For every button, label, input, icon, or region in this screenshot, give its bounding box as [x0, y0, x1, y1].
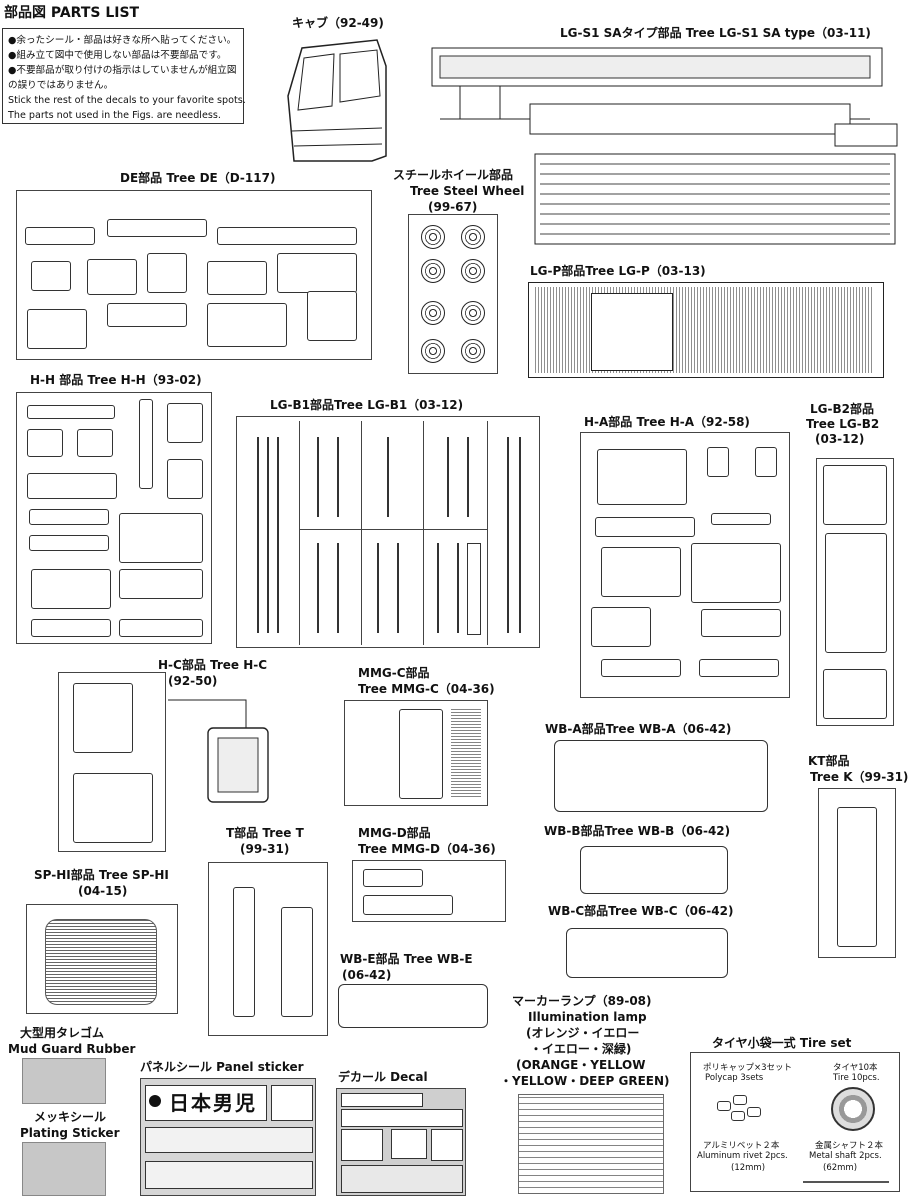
- ha-label: H-A部品 Tree H-A（92-58): [584, 415, 750, 429]
- lg-b1-label: LG-B1部品Tree LG-B1（03-12): [270, 398, 464, 412]
- lg-b2-label-2: Tree LG-B2: [806, 417, 880, 431]
- cab-label: キャブ（92-49): [292, 16, 384, 30]
- panel-sheet: 日本男児: [140, 1078, 316, 1196]
- lg-p-label: LG-P部品Tree LG-P（03-13): [530, 264, 706, 278]
- page-title: 部品図 PARTS LIST: [4, 5, 140, 21]
- lg-b1-runner: [236, 416, 540, 648]
- mudguard-label-1: 大型用タレゴム: [20, 1026, 105, 1040]
- wbc-runner: [566, 928, 728, 978]
- marker-label-1: マーカーランプ（89-08): [512, 994, 652, 1008]
- mmgc-label-1: MMG-C部品: [358, 666, 430, 680]
- lg-p-panel: [528, 282, 884, 378]
- steel-wheel-label-1: スチールホイール部品: [393, 168, 514, 182]
- tire-jp: タイヤ10本: [833, 1063, 878, 1073]
- mudguard-sheet: [22, 1058, 106, 1104]
- kt-label-1: KT部品: [808, 754, 850, 768]
- panel-text: 日本男児: [169, 1091, 257, 1115]
- steel-wheel-runner: [408, 214, 498, 374]
- marker-label-6: ・YELLOW・DEEP GREEN): [500, 1074, 670, 1088]
- t-runner: [208, 862, 328, 1036]
- sphi-runner: [26, 904, 178, 1014]
- sun-icon: [149, 1095, 161, 1107]
- note-line: の誤りではありません。: [8, 80, 114, 91]
- note-line: ●余ったシール・部品は好きな所へ貼ってください。: [8, 35, 237, 46]
- notes-box: ●余ったシール・部品は好きな所へ貼ってください。 ●組み立て図中で使用しない部品…: [2, 28, 246, 124]
- marker-label-3: (オレンジ・イエロー: [526, 1026, 640, 1040]
- hc-label-2: (92-50): [168, 674, 218, 688]
- note-line: Stick the rest of the decals to your fav…: [8, 95, 246, 106]
- hc-label-1: H-C部品 Tree H-C: [158, 658, 268, 672]
- decal-sheet: [336, 1088, 466, 1196]
- hc-runner: [58, 672, 166, 852]
- tire-en: Tire 10pcs.: [833, 1073, 880, 1083]
- rivet-en-1: Aluminum rivet 2pcs.: [697, 1151, 788, 1161]
- polycap-en: Polycap 3sets: [705, 1073, 764, 1083]
- cab-drawing: [287, 39, 387, 162]
- mudguard-label-2: Mud Guard Rubber: [8, 1042, 136, 1056]
- note-line: ●不要部品が取り付けの指示はしていませんが組立図: [8, 65, 237, 76]
- sphi-label-2: (04-15): [78, 884, 128, 898]
- note-line: ●組み立て図中で使用しない部品は不要部品です。: [8, 50, 227, 61]
- marker-label-5: (ORANGE・YELLOW: [516, 1058, 646, 1072]
- rivet-jp: アルミリベット２本: [703, 1141, 780, 1151]
- polycap-jp: ポリキャップ×3セット: [703, 1063, 793, 1073]
- steel-wheel-label-2: Tree Steel Wheel: [410, 184, 525, 198]
- marker-label-2: Illumination lamp: [528, 1010, 647, 1024]
- lg-s1-label: LG-S1 SAタイプ部品 Tree LG-S1 SA type（03-11): [560, 26, 871, 40]
- de-runner: [16, 190, 372, 360]
- shaft-icon: [803, 1181, 889, 1183]
- wbe-runner: [338, 984, 488, 1028]
- marker-label-4: ・イエロー・深緑): [530, 1042, 632, 1056]
- wbe-label-1: WB-E部品 Tree WB-E: [340, 952, 473, 966]
- hh-runner: [16, 392, 212, 644]
- wba-label: WB-A部品Tree WB-A（06-42): [545, 722, 732, 736]
- shaft-en-1: Metal shaft 2pcs.: [809, 1151, 882, 1161]
- kt-label-2: Tree K（99-31): [810, 770, 909, 784]
- kt-runner: [818, 788, 896, 958]
- polycap-icon: [713, 1093, 763, 1129]
- ha-runner: [580, 432, 790, 698]
- mmgc-runner: [344, 700, 488, 806]
- mmgd-runner: [352, 860, 506, 922]
- marker-lamp-sheet: [518, 1094, 664, 1194]
- note-line: The parts not used in the Figs. are need…: [8, 110, 221, 121]
- decal-label: デカール Decal: [338, 1070, 428, 1084]
- de-label: DE部品 Tree DE（D-117): [120, 171, 276, 185]
- lg-s1-frame-drawing: [431, 47, 898, 245]
- wbc-label: WB-C部品Tree WB-C（06-42): [548, 904, 734, 918]
- tire-set-title: タイヤ小袋一式 Tire set: [712, 1036, 852, 1050]
- panel-label: パネルシール Panel sticker: [140, 1060, 304, 1074]
- mmgc-label-2: Tree MMG-C（04-36): [358, 682, 495, 696]
- wba-runner: [554, 740, 768, 812]
- plating-label-2: Plating Sticker: [20, 1126, 120, 1140]
- plating-label-1: メッキシール: [34, 1110, 107, 1124]
- wbb-label: WB-B部品Tree WB-B（06-42): [544, 824, 731, 838]
- lg-b2-label-3: (03-12): [815, 432, 865, 446]
- wbb-runner: [580, 846, 728, 894]
- hc-grille-drawing: [168, 699, 269, 803]
- lg-b2-runner: [816, 458, 894, 726]
- mmgd-label-2: Tree MMG-D（04-36): [358, 842, 496, 856]
- plating-sheet: [22, 1142, 106, 1196]
- mmgd-label-1: MMG-D部品: [358, 826, 431, 840]
- t-label-1: T部品 Tree T: [226, 826, 304, 840]
- sphi-label-1: SP-HI部品 Tree SP-HI: [34, 868, 169, 882]
- lg-b2-label-1: LG-B2部品: [810, 402, 874, 416]
- wbe-label-2: (06-42): [342, 968, 392, 982]
- steel-wheel-label-3: (99-67): [428, 200, 478, 214]
- tire-icon: [831, 1087, 875, 1131]
- tire-set-box: ポリキャップ×3セット Polycap 3sets タイヤ10本 Tire 10…: [690, 1052, 900, 1192]
- shaft-en-2: (62mm): [823, 1163, 858, 1173]
- hh-label: H-H 部品 Tree H-H（93-02): [30, 373, 202, 387]
- t-label-2: (99-31): [240, 842, 290, 856]
- shaft-jp: 金属シャフト２本: [815, 1141, 884, 1151]
- rivet-en-2: (12mm): [731, 1163, 766, 1173]
